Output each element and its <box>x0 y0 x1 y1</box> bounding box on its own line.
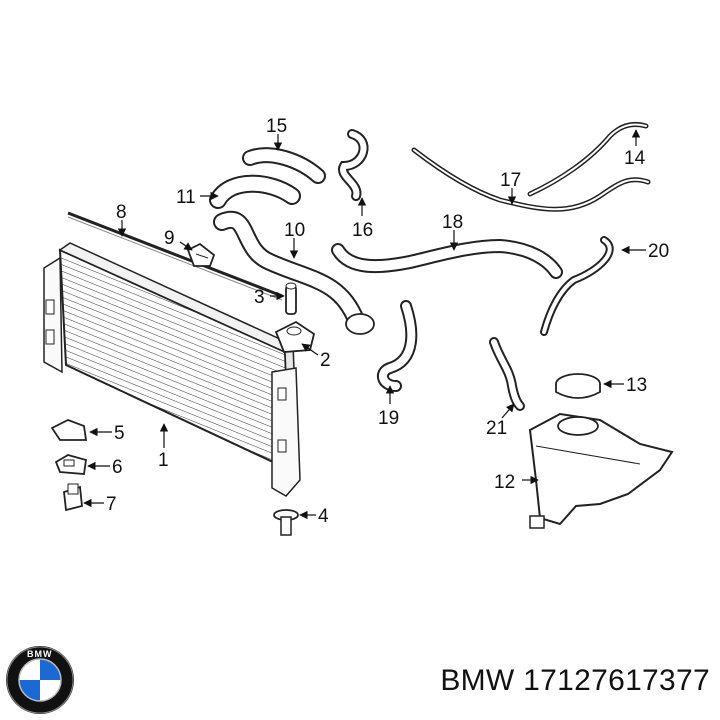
callout-19: 19 <box>378 385 399 429</box>
callout-11: 11 <box>176 187 219 208</box>
part-15-hose <box>242 147 326 184</box>
part-1-radiator <box>43 242 301 497</box>
part-13-cap <box>555 373 601 399</box>
bmw-roundel-icon: BMW <box>6 646 74 714</box>
part-9-bracket <box>186 242 216 267</box>
callout-2: 2 <box>301 343 331 371</box>
svg-text:18: 18 <box>442 212 463 233</box>
svg-text:20: 20 <box>648 241 669 262</box>
callout-14: 14 <box>624 129 646 169</box>
callout-18: 18 <box>442 212 463 251</box>
callout-13: 13 <box>603 375 647 396</box>
svg-text:5: 5 <box>114 423 125 444</box>
svg-text:16: 16 <box>352 220 373 241</box>
part-20-hose <box>540 236 614 336</box>
callout-6: 6 <box>87 457 123 478</box>
svg-text:4: 4 <box>318 506 329 527</box>
svg-text:13: 13 <box>626 375 647 396</box>
callout-12: 12 <box>494 472 539 493</box>
svg-text:2: 2 <box>320 350 331 371</box>
svg-text:9: 9 <box>164 228 175 249</box>
callout-5: 5 <box>89 423 125 444</box>
part-19-hose <box>376 300 418 392</box>
callout-7: 7 <box>83 494 117 515</box>
part-2-mount <box>274 320 316 353</box>
callout-21: 21 <box>486 403 515 439</box>
svg-text:1: 1 <box>158 450 169 471</box>
callout-20: 20 <box>621 241 669 262</box>
callout-8: 8 <box>116 202 127 237</box>
part-18-hose <box>331 238 563 279</box>
part-17-vent-line <box>411 121 651 212</box>
part-21-hose <box>489 337 525 411</box>
svg-text:12: 12 <box>494 472 515 493</box>
svg-text:8: 8 <box>116 202 127 223</box>
part-5-bracket <box>50 419 88 441</box>
callout-16: 16 <box>352 197 373 241</box>
callout-3: 3 <box>254 287 285 308</box>
part-11-hose <box>209 174 301 209</box>
svg-text:3: 3 <box>254 287 265 308</box>
part-7-bracket <box>63 483 83 512</box>
part-16-pipe <box>338 129 369 201</box>
callout-1: 1 <box>158 423 169 471</box>
part-10-hose <box>213 210 375 335</box>
part-4-bolt <box>273 509 299 536</box>
part-number-caption: BMW 17127617377 <box>440 664 710 697</box>
callout-4: 4 <box>299 506 329 527</box>
svg-text:19: 19 <box>378 408 399 429</box>
svg-text:10: 10 <box>284 220 305 241</box>
svg-text:7: 7 <box>106 494 117 515</box>
part-8-seal-strip <box>67 211 283 301</box>
svg-text:11: 11 <box>176 187 196 208</box>
svg-text:21: 21 <box>486 418 507 439</box>
svg-text:BMW: BMW <box>27 649 53 659</box>
svg-text:14: 14 <box>624 148 646 169</box>
svg-text:17: 17 <box>500 170 521 191</box>
callout-10: 10 <box>284 220 305 259</box>
part-12-expansion-tank <box>528 412 674 529</box>
callout-9: 9 <box>164 228 193 251</box>
callout-17: 17 <box>500 170 521 205</box>
part-3-pin <box>285 282 297 315</box>
svg-text:6: 6 <box>112 457 123 478</box>
part-6-bracket <box>54 454 88 475</box>
callout-15: 15 <box>266 116 287 151</box>
svg-text:15: 15 <box>266 116 287 137</box>
